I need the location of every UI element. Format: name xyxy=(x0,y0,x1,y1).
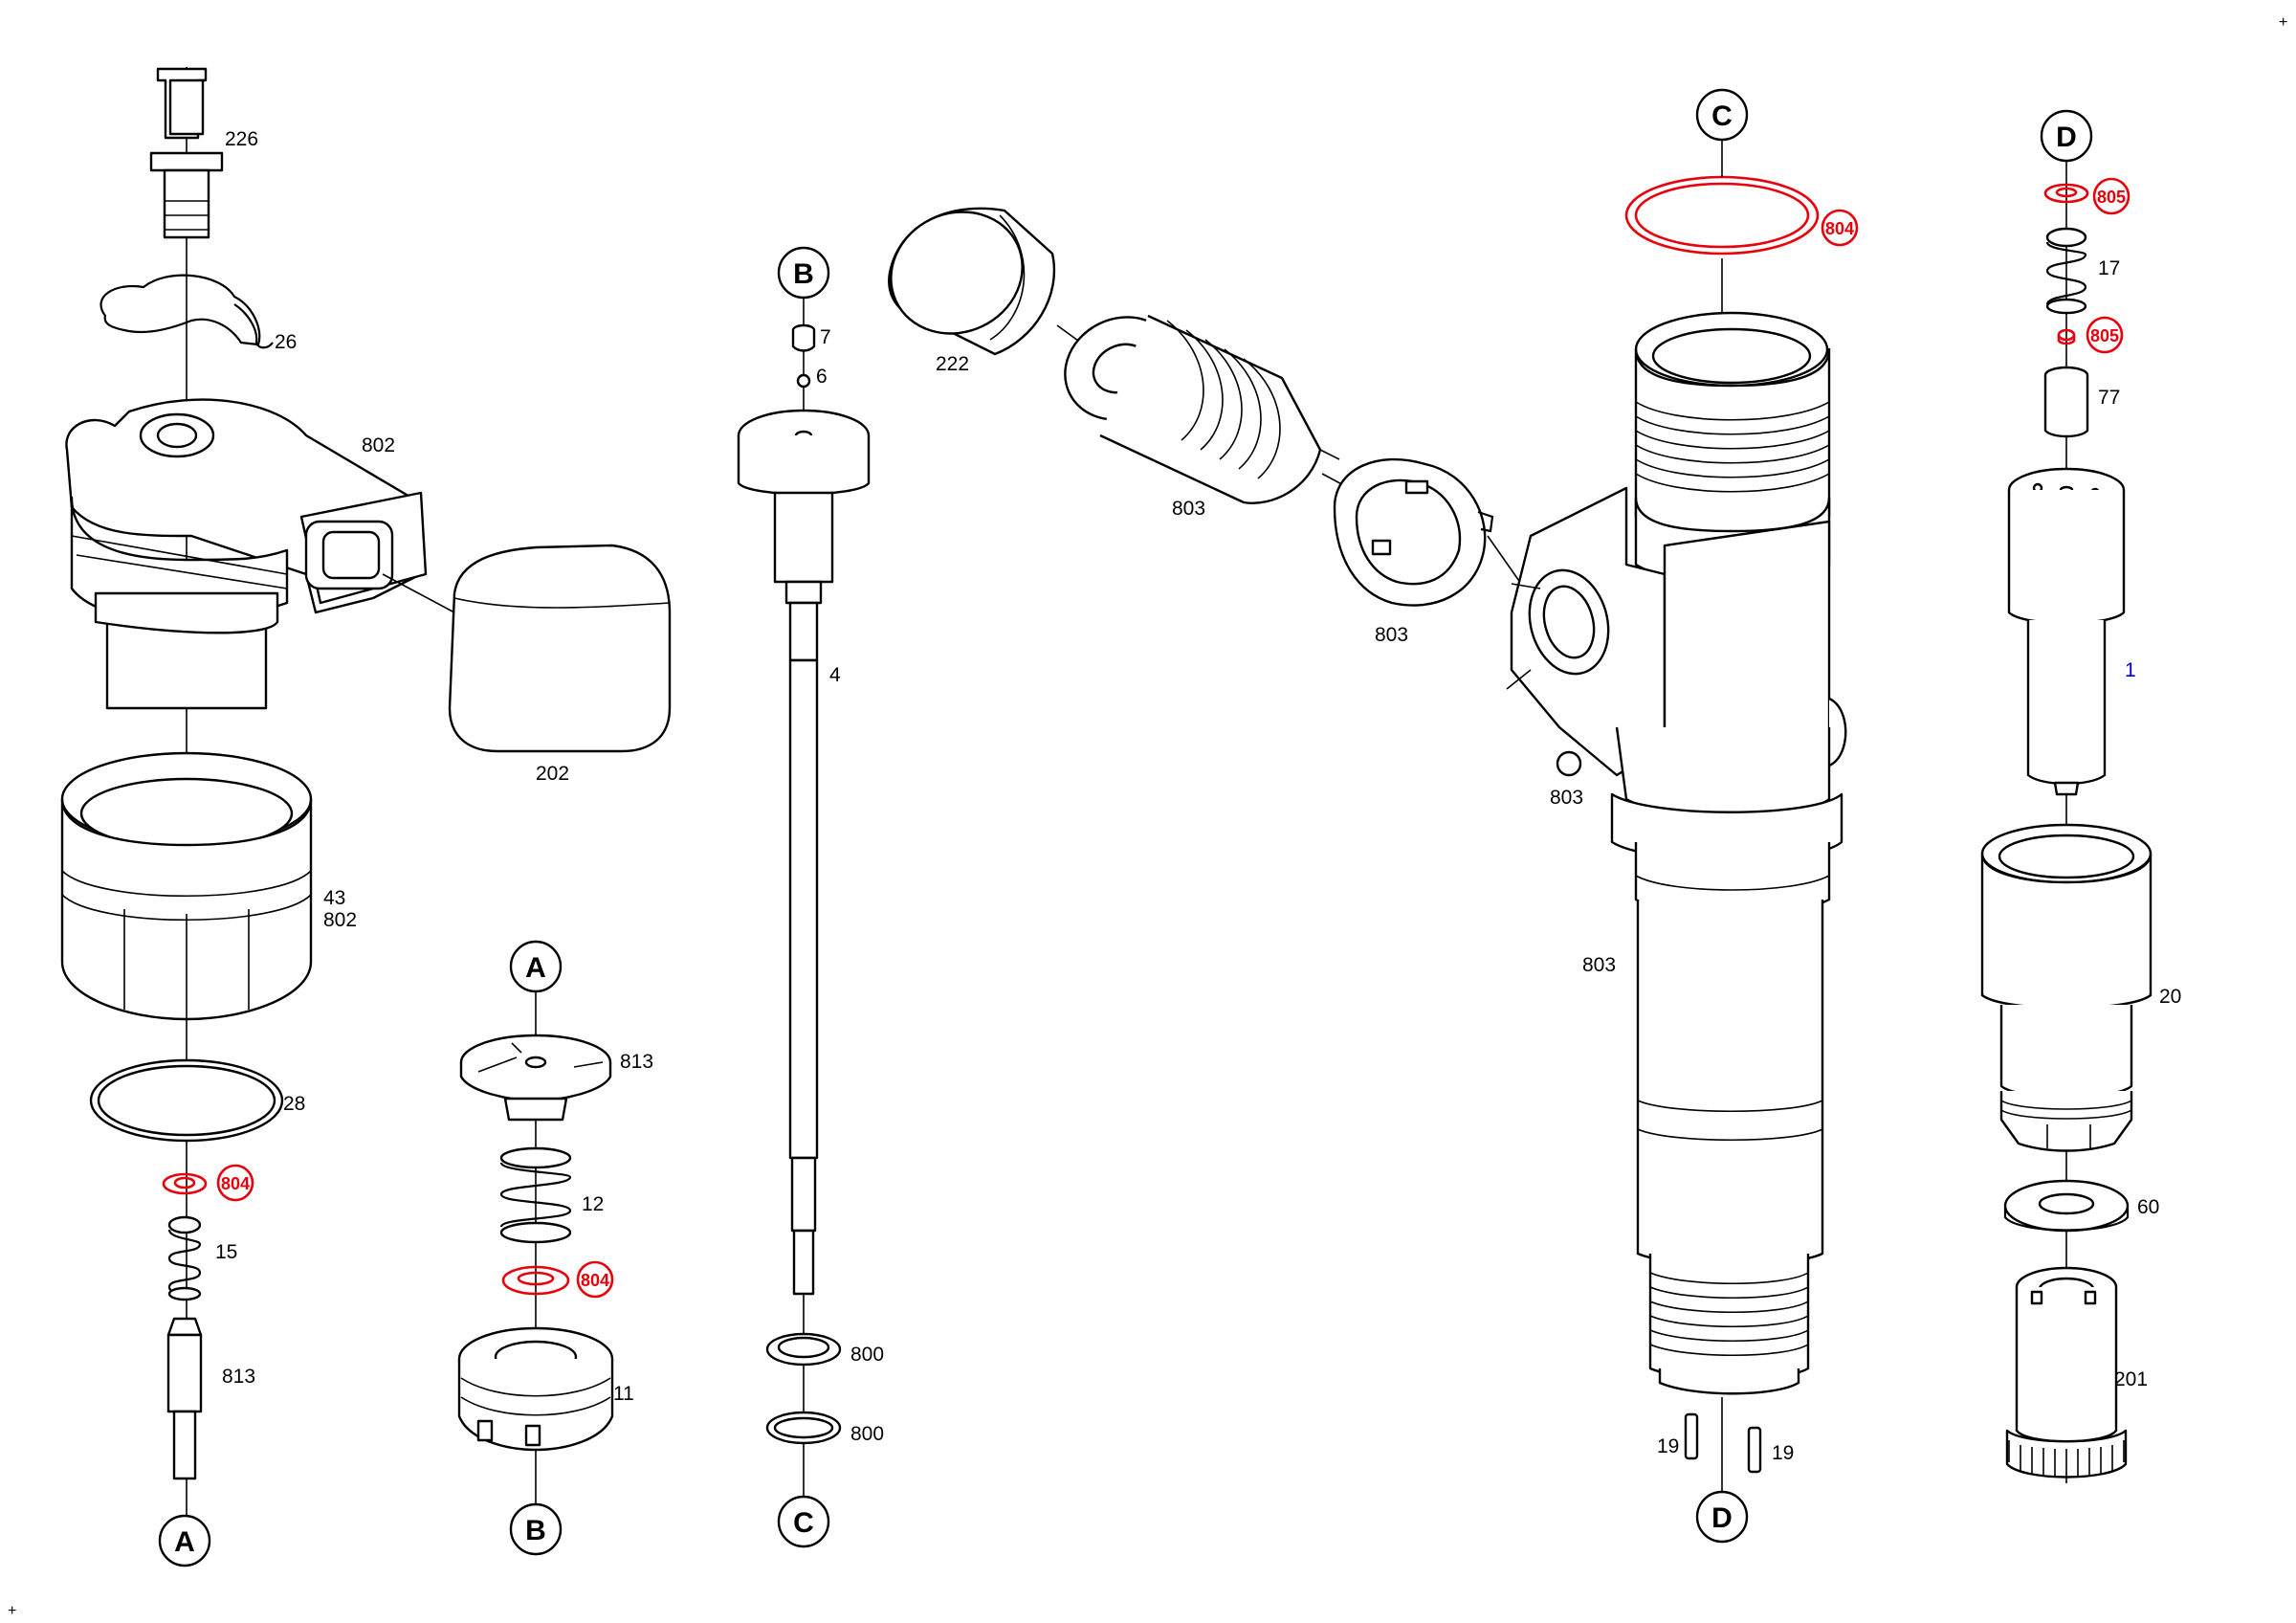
part-803-inlet-ring xyxy=(1321,457,1522,607)
label-77: 77 xyxy=(2098,387,2120,409)
part-6-ball xyxy=(796,373,811,389)
part-201-sleeve xyxy=(2005,1266,2128,1478)
label-805-2: 805 xyxy=(2090,326,2119,345)
label-803-body: 803 xyxy=(1582,954,1616,976)
label-6: 6 xyxy=(816,366,828,388)
connector-d-top-label: D xyxy=(2056,122,2077,153)
label-60: 60 xyxy=(2137,1196,2159,1218)
connector-d-bottom: D xyxy=(1695,1490,1749,1544)
part-813-armature-disc xyxy=(459,990,612,1512)
corner-mark-top-right: + xyxy=(2279,14,2287,31)
connector-a-bottom: A xyxy=(158,1514,211,1567)
label-804-2: 804 xyxy=(581,1271,609,1290)
part-804-washer-1 xyxy=(162,1172,208,1195)
label-802-connector: 802 xyxy=(362,434,395,456)
label-26: 26 xyxy=(275,331,297,353)
connector-a-top: A xyxy=(509,940,563,993)
label-202: 202 xyxy=(536,763,569,785)
label-813-piston: 813 xyxy=(222,1366,255,1388)
connector-d-top: D xyxy=(2040,109,2093,163)
part-802-connector-body xyxy=(65,398,428,710)
part-803-filter-rod xyxy=(1056,314,1340,504)
part-222-inlet-cap xyxy=(888,207,1056,356)
part-20-nozzle-retaining-nut xyxy=(1980,823,2152,1152)
label-800-2: 800 xyxy=(850,1423,884,1445)
part-805-washer-small xyxy=(2057,328,2076,345)
part-77-spacer xyxy=(2043,366,2089,438)
label-19-right: 19 xyxy=(1772,1442,1794,1464)
label-11: 11 xyxy=(613,1383,634,1405)
label-805-1: 805 xyxy=(2097,188,2126,207)
part-26-retaining-clip xyxy=(99,274,274,349)
label-226: 226 xyxy=(225,128,258,150)
part-11-magnet-nut xyxy=(457,1326,614,1452)
callout-805-circle-2 xyxy=(2086,316,2124,354)
part-60-washer xyxy=(2003,1179,2130,1233)
label-20: 20 xyxy=(2159,986,2181,1008)
label-804-1: 804 xyxy=(221,1174,250,1193)
callout-804-circle-1 xyxy=(216,1164,254,1202)
label-1: 1 xyxy=(2125,659,2136,681)
connector-b-top: B xyxy=(777,246,830,300)
part-800-seal-ring-2 xyxy=(765,1411,842,1445)
part-12-armature-spring xyxy=(499,1146,572,1244)
part-15-spring xyxy=(167,1215,202,1301)
callout-805-circle-1 xyxy=(2092,177,2130,215)
label-803-ball: 803 xyxy=(1550,787,1583,809)
part-813-valve-piston xyxy=(166,1317,203,1480)
corner-mark-bottom-left: + xyxy=(8,1603,16,1619)
connector-a-top-label: A xyxy=(525,952,546,984)
connector-a-bottom-label: A xyxy=(174,1526,195,1558)
label-803-ring: 803 xyxy=(1375,624,1408,646)
label-804-3: 804 xyxy=(1825,219,1854,238)
label-813-disc: 813 xyxy=(620,1051,653,1073)
connector-b-top-label: B xyxy=(793,258,814,290)
label-17: 17 xyxy=(2098,257,2120,279)
connector-b-bottom: B xyxy=(509,1502,563,1556)
part-202-protective-cap xyxy=(382,544,672,753)
label-43: 43 xyxy=(323,887,345,909)
label-7: 7 xyxy=(820,326,831,348)
connector-c-top: C xyxy=(1695,88,1749,142)
connector-c-top-label: C xyxy=(1711,100,1733,132)
label-800-1: 800 xyxy=(850,1344,884,1366)
part-28-o-ring xyxy=(89,1058,284,1143)
label-15: 15 xyxy=(215,1241,237,1263)
part-804-o-ring-top xyxy=(1624,175,1820,256)
label-201: 201 xyxy=(2114,1368,2148,1390)
part-19-dowel-pins xyxy=(1684,1412,1762,1474)
part-804-washer-2 xyxy=(501,1265,570,1296)
label-222: 222 xyxy=(936,353,969,375)
connector-b-bottom-label: B xyxy=(525,1515,546,1546)
label-802-nut: 802 xyxy=(323,909,357,931)
part-4-valve-body xyxy=(737,409,871,1296)
part-800-seal-ring-1 xyxy=(765,1332,842,1367)
label-12: 12 xyxy=(582,1193,604,1215)
part-1-nozzle xyxy=(2007,467,2126,796)
part-803-small-ball xyxy=(1556,750,1582,777)
callout-804-circle-3 xyxy=(1821,209,1859,247)
part-43-nozzle-nut xyxy=(60,751,313,1021)
connector-c-bottom: C xyxy=(777,1495,830,1548)
callout-804-circle-2 xyxy=(576,1260,614,1299)
connector-d-bottom-label: D xyxy=(1711,1502,1733,1534)
part-803-injector-body xyxy=(1506,134,1847,1491)
label-803-rod: 803 xyxy=(1172,498,1205,520)
label-19-left: 19 xyxy=(1657,1435,1679,1457)
label-28: 28 xyxy=(283,1093,305,1115)
part-17-nozzle-spring xyxy=(2045,227,2087,315)
label-4: 4 xyxy=(829,664,841,686)
connector-c-bottom-label: C xyxy=(793,1507,814,1539)
